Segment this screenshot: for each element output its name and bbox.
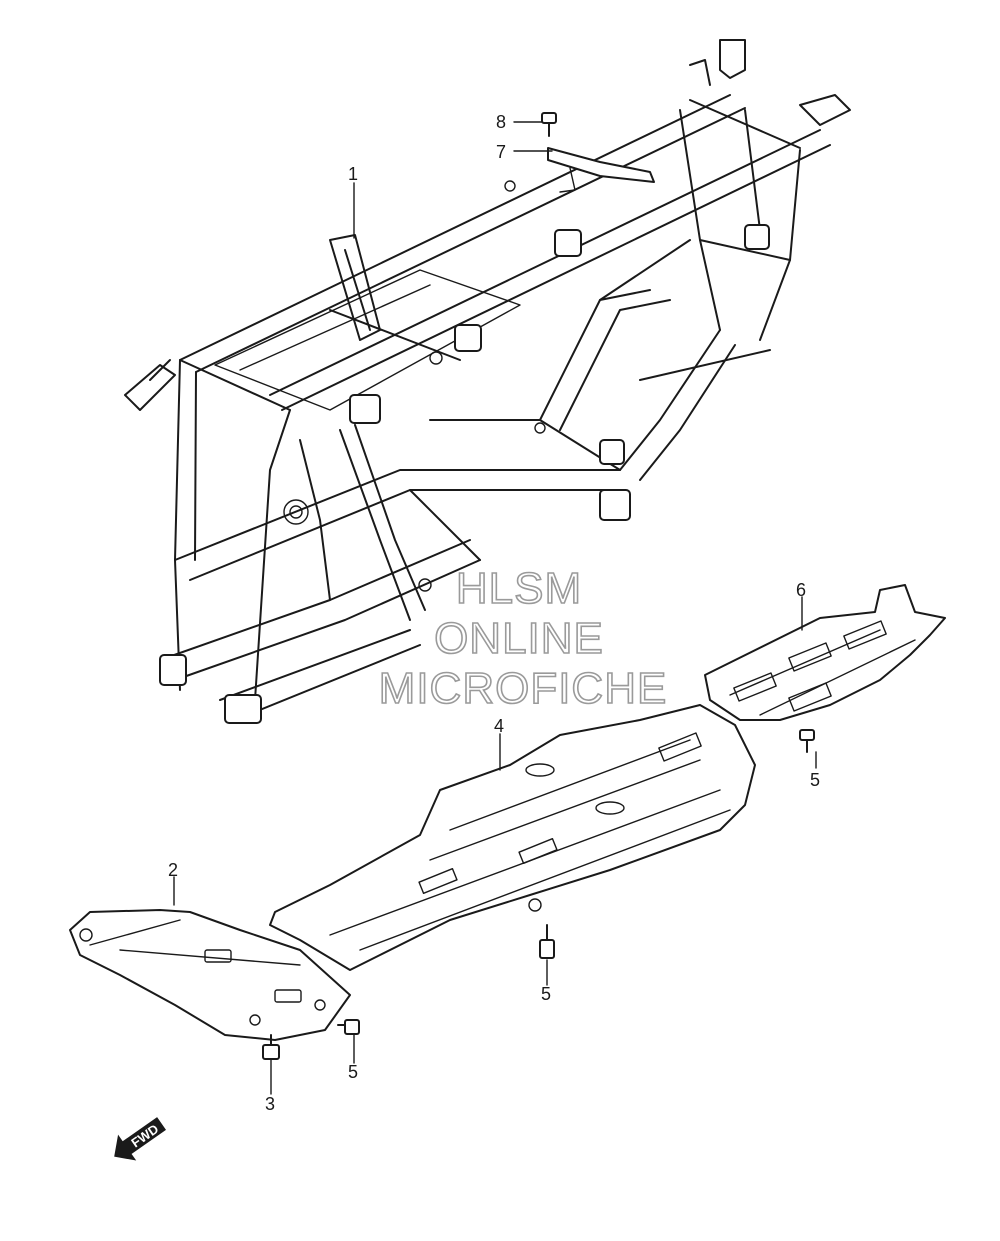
callout-2: 2 [168,860,178,880]
rear-skid-plate-part-6[interactable] [704,584,946,721]
bolt-part-5-rear[interactable] [799,729,815,753]
bolt-part-5-center[interactable] [539,924,555,959]
callout-5-front: 5 [348,1062,358,1082]
center-skid-plate-part-4[interactable] [269,704,756,971]
fwd-arrow-icon: FWD [114,1117,166,1161]
watermark: HLSM ONLINE MICROFICHE [378,563,668,714]
watermark-line-3: MICROFICHE [379,664,668,713]
front-skid-plate-part-2[interactable] [69,909,351,1041]
bolt-part-5-front[interactable] [337,1019,360,1035]
callout-4: 4 [494,716,504,736]
callout-7: 7 [496,142,506,162]
callout-5-center: 5 [541,984,551,1004]
bolt-part-8[interactable] [541,112,557,137]
callout-6: 6 [796,580,806,600]
callout-8: 8 [496,112,506,132]
callout-3: 3 [265,1094,275,1114]
frame-assembly[interactable] [124,39,851,724]
nut-part-3[interactable] [262,1034,280,1060]
callout-5-rear: 5 [810,770,820,790]
callout-1: 1 [348,164,358,184]
bracket-part-7[interactable] [547,147,655,193]
leader-lines [173,121,817,1095]
watermark-line-1: HLSM [456,564,582,613]
watermark-line-2: ONLINE [434,614,604,663]
